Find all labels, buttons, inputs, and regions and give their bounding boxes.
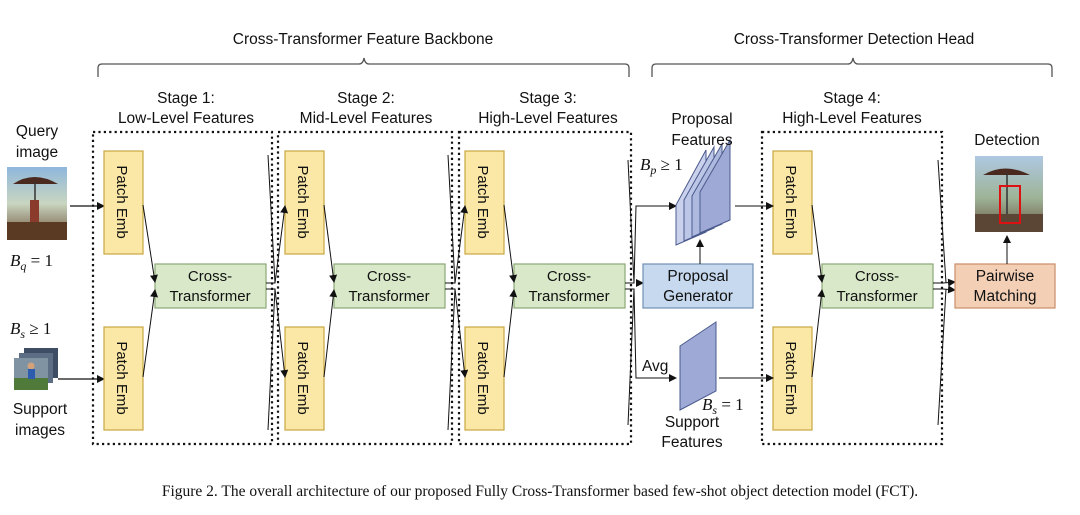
svg-text:Patch Emb: Patch Emb	[782, 341, 799, 414]
support-label-line2: images	[15, 422, 65, 439]
detection-image	[975, 156, 1043, 232]
svg-text:Patch Emb: Patch Emb	[782, 165, 799, 238]
stage1-line2: Low-Level Features	[118, 110, 254, 127]
proposal-generator: Proposal Generator	[642, 263, 754, 309]
avg-label: Avg	[642, 358, 668, 375]
svg-text:Cross-: Cross-	[547, 268, 591, 285]
query-label-line1: Query	[16, 123, 58, 140]
stage3-output-connectors	[625, 159, 677, 426]
stage2-line1: Stage 2:	[337, 90, 395, 107]
stage3-box	[457, 130, 633, 446]
head-title: Cross-Transformer Detection Head	[734, 31, 975, 48]
svg-text:Matching: Matching	[974, 288, 1037, 305]
proposal-features-stack	[675, 138, 731, 246]
svg-text:Cross-: Cross-	[855, 268, 899, 285]
stage4-query-patch-emb: Patch Emb	[772, 150, 813, 255]
stage3-cross-transformer: Cross- Transformer	[513, 263, 626, 309]
stage1-box	[91, 130, 274, 446]
svg-text:Patch Emb: Patch Emb	[113, 165, 130, 238]
stage2-cross-transformer: Cross- Transformer	[333, 263, 446, 309]
stage1-query-patch-emb: Patch Emb	[103, 150, 144, 255]
stage1-cross-transformer: Cross- Transformer	[154, 263, 267, 309]
support-features-plane	[679, 321, 717, 411]
stage4-output-connectors	[933, 159, 956, 426]
pairwise-matching: Pairwise Matching	[954, 263, 1056, 309]
proposal-features-line1: Proposal	[671, 111, 732, 128]
svg-text:Patch Emb: Patch Emb	[294, 341, 311, 414]
architecture-diagram: Cross-Transformer Feature Backbone Cross…	[7, 31, 1056, 451]
stage2-line2: Mid-Level Features	[300, 110, 433, 127]
stage3-line2: High-Level Features	[478, 110, 618, 127]
stage4-line1: Stage 4:	[823, 90, 881, 107]
svg-text:Transformer: Transformer	[836, 288, 917, 305]
stage3-query-patch-emb: Patch Emb	[464, 150, 505, 255]
detection-bounding-box	[999, 185, 1021, 224]
head-brace	[651, 57, 1053, 77]
patch-to-cross-connectors	[142, 204, 826, 378]
svg-text:Patch Emb: Patch Emb	[474, 341, 491, 414]
support-features-line2: Features	[661, 434, 722, 451]
svg-text:Patch Emb: Patch Emb	[113, 341, 130, 414]
svg-text:Cross-: Cross-	[188, 268, 232, 285]
stage2-query-patch-emb: Patch Emb	[284, 150, 325, 255]
svg-text:Proposal: Proposal	[667, 268, 728, 285]
svg-text:Cross-: Cross-	[367, 268, 411, 285]
support-label-line1: Support	[13, 401, 68, 418]
stage1-line1: Stage 1:	[157, 90, 215, 107]
svg-text:Pairwise: Pairwise	[976, 268, 1035, 285]
stage4-input-connectors	[719, 202, 774, 382]
backbone-brace	[97, 57, 630, 77]
stage4-cross-transformer: Cross- Transformer	[821, 263, 934, 309]
figure-caption: Figure 2. The overall architecture of ou…	[161, 483, 919, 500]
query-label-line2: image	[16, 144, 58, 161]
svg-text:Patch Emb: Patch Emb	[474, 165, 491, 238]
proposal-batch: Bp ≥ 1	[640, 155, 683, 177]
svg-text:Generator: Generator	[663, 288, 733, 305]
support-features-line1: Support	[665, 414, 720, 431]
svg-text:Transformer: Transformer	[169, 288, 250, 305]
support-batch: Bs ≥ 1	[10, 319, 51, 341]
proposal-features-line2: Features	[671, 132, 732, 149]
stage4-support-patch-emb: Patch Emb	[772, 326, 813, 431]
stage-transition-connectors	[266, 154, 469, 431]
stage4-line2: High-Level Features	[782, 110, 922, 127]
stage3-line1: Stage 3:	[519, 90, 577, 107]
backbone-title: Cross-Transformer Feature Backbone	[233, 31, 493, 48]
query-image	[7, 167, 67, 240]
query-batch: Bq = 1	[10, 251, 53, 273]
stage2-support-patch-emb: Patch Emb	[284, 326, 325, 431]
support-images	[14, 348, 58, 390]
stage1-support-patch-emb: Patch Emb	[103, 326, 144, 431]
svg-text:Transformer: Transformer	[528, 288, 609, 305]
detection-label: Detection	[974, 132, 1039, 149]
svg-text:Patch Emb: Patch Emb	[294, 165, 311, 238]
stage4-box	[760, 130, 944, 446]
stage3-support-patch-emb: Patch Emb	[464, 326, 505, 431]
svg-text:Transformer: Transformer	[348, 288, 429, 305]
stage2-box	[276, 130, 454, 446]
